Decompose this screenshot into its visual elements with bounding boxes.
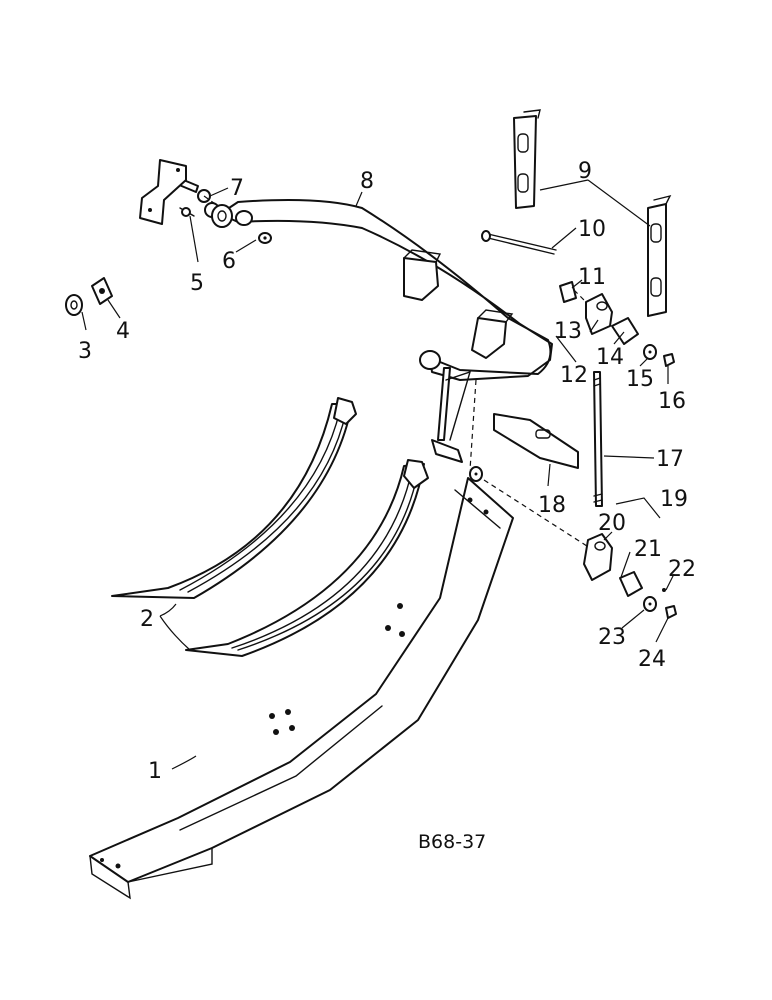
sleeve-part-21 <box>619 571 643 597</box>
washer-part-23 <box>643 596 657 612</box>
beam-part-8 <box>211 199 553 463</box>
callout-13: 13 <box>554 319 582 344</box>
link-plate-part-18 <box>493 413 579 469</box>
nut-part-24 <box>665 605 677 619</box>
bushing-part-13 <box>585 293 613 335</box>
callout-7: 7 <box>230 176 244 201</box>
callout-19: 19 <box>660 487 688 512</box>
mounting-bracket <box>139 159 187 225</box>
pin-part-11 <box>559 281 577 303</box>
sleeve-part-14 <box>611 317 639 345</box>
rail-washer <box>469 466 483 482</box>
callout-14: 14 <box>596 345 624 370</box>
flange-plate-part-4 <box>91 277 113 305</box>
callout-12: 12 <box>560 363 588 388</box>
callout-4: 4 <box>116 319 130 344</box>
callout-11: 11 <box>578 265 606 290</box>
bushing-part-20 <box>583 533 613 581</box>
nut-part-16 <box>663 353 675 367</box>
callout-22: 22 <box>668 557 696 582</box>
callout-3: 3 <box>78 339 92 364</box>
callout-17: 17 <box>656 447 684 472</box>
callout-9: 9 <box>578 159 592 184</box>
pin-part-22 <box>662 588 666 592</box>
callout-8: 8 <box>360 169 374 194</box>
leader-lines <box>81 179 675 770</box>
callout-21: 21 <box>634 537 662 562</box>
callout-16: 16 <box>658 389 686 414</box>
callout-24: 24 <box>638 647 666 672</box>
assembly-lines <box>203 195 591 549</box>
bushing-part-3 <box>65 294 83 316</box>
frame-rail-part-1 <box>89 477 514 900</box>
bolt-part-5 <box>179 207 195 217</box>
bolt-part-10 <box>481 230 557 255</box>
diagram-code: B68-37 <box>418 831 486 853</box>
strap-plate-part-9 <box>513 109 672 317</box>
callout-18: 18 <box>538 493 566 518</box>
washer-part-15 <box>643 344 657 360</box>
callout-2: 2 <box>140 607 154 632</box>
threaded-rod-part-17 <box>593 371 603 507</box>
callout-10: 10 <box>578 217 606 242</box>
callout-20: 20 <box>598 511 626 536</box>
callout-1: 1 <box>148 759 162 784</box>
callout-23: 23 <box>598 625 626 650</box>
callout-15: 15 <box>626 367 654 392</box>
callout-6: 6 <box>222 249 236 274</box>
callout-labels: 1 2 3 4 5 6 7 8 9 10 11 12 13 14 15 16 1… <box>78 159 696 784</box>
leaf-spring-part-2 <box>111 397 429 657</box>
callout-5: 5 <box>190 271 204 296</box>
